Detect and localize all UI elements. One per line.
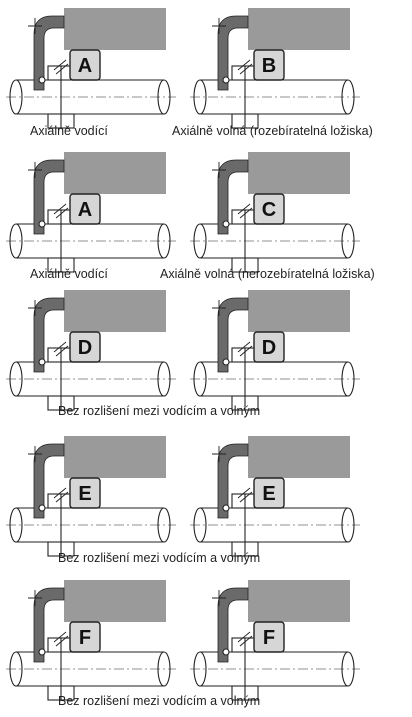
panel-r1-right: B [190,8,360,129]
crosshair-mark [212,162,226,178]
housing-block [248,290,350,332]
snap-ring [222,220,230,228]
badge-box [69,193,101,225]
badge-box [69,331,101,363]
snap-ring [38,648,46,656]
caption-row1-right: Axiálně volná (rozebíratelná ložiska) [172,124,373,138]
snap-ring [222,504,230,512]
caption-row1-left: Axiálně vodící [30,124,108,138]
badge-letter: F [79,627,91,649]
badge-box [69,477,101,509]
badge-letter: A [78,55,92,77]
crosshair-mark [212,446,226,462]
end-cover [33,443,65,519]
end-cover [217,159,249,235]
caption-row4: Bez rozlišení mezi vodícím a volným [58,551,261,565]
end-cover [217,297,249,373]
roller-detail [53,203,69,219]
snap-ring [222,648,230,656]
crosshair-mark [28,162,42,178]
end-cover [217,443,249,519]
badge-letter: F [263,627,275,649]
badge-letter: C [262,199,276,221]
badge-letter: A [78,199,92,221]
snap-ring [38,220,46,228]
roller-detail [237,341,253,357]
crosshair-mark [28,590,42,606]
housing-block [64,152,166,194]
housing-block [248,580,350,622]
caption-row3: Bez rozlišení mezi vodícím a volným [58,404,261,418]
housing-block [64,290,166,332]
roller-detail [237,203,253,219]
housing-block [64,436,166,478]
crosshair-mark [212,18,226,34]
snap-ring [38,76,46,84]
badge-box [253,49,285,81]
panel-r2-left: A [6,152,176,273]
roller-detail [53,487,69,503]
caption-row2-left: Axiálně vodící [30,267,108,281]
panel-r3-right: D [190,290,360,411]
badge-letter: D [262,337,276,359]
badge-box [69,621,101,653]
badge-letter: D [78,337,92,359]
panel-r2-right: C [190,152,360,273]
badge-letter: B [262,55,276,77]
roller-detail [53,59,69,75]
badge-letter: E [262,483,275,505]
panel-r5-left: F [6,580,176,701]
caption-row5: Bez rozlišení mezi vodícím a volným [58,694,261,708]
crosshair-mark [28,446,42,462]
housing-block [64,8,166,50]
badge-letter: E [78,483,91,505]
crosshair-mark [212,300,226,316]
snap-ring [38,504,46,512]
snap-ring [222,76,230,84]
end-cover [33,587,65,663]
crosshair-mark [28,300,42,316]
end-cover [217,587,249,663]
badge-box [253,477,285,509]
end-cover [33,15,65,91]
badge-box [253,193,285,225]
roller-detail [53,341,69,357]
panel-r3-left: D [6,290,176,411]
end-cover [217,15,249,91]
end-cover [33,297,65,373]
snap-ring [38,358,46,366]
badge-box [69,49,101,81]
roller-detail [53,631,69,647]
crosshair-mark [28,18,42,34]
panel-r4-left: E [6,436,176,557]
housing-block [248,8,350,50]
snap-ring [222,358,230,366]
badge-box [253,621,285,653]
housing-block [64,580,166,622]
panel-r1-left: A [6,8,176,129]
panel-r5-right: F [190,580,360,701]
badge-box [253,331,285,363]
roller-detail [237,487,253,503]
housing-block [248,152,350,194]
crosshair-mark [212,590,226,606]
end-cover [33,159,65,235]
roller-detail [237,631,253,647]
roller-detail [237,59,253,75]
caption-row2-right: Axiálně volná (nerozebíratelná ložiska) [160,267,375,281]
housing-block [248,436,350,478]
panel-r4-right: E [190,436,360,557]
